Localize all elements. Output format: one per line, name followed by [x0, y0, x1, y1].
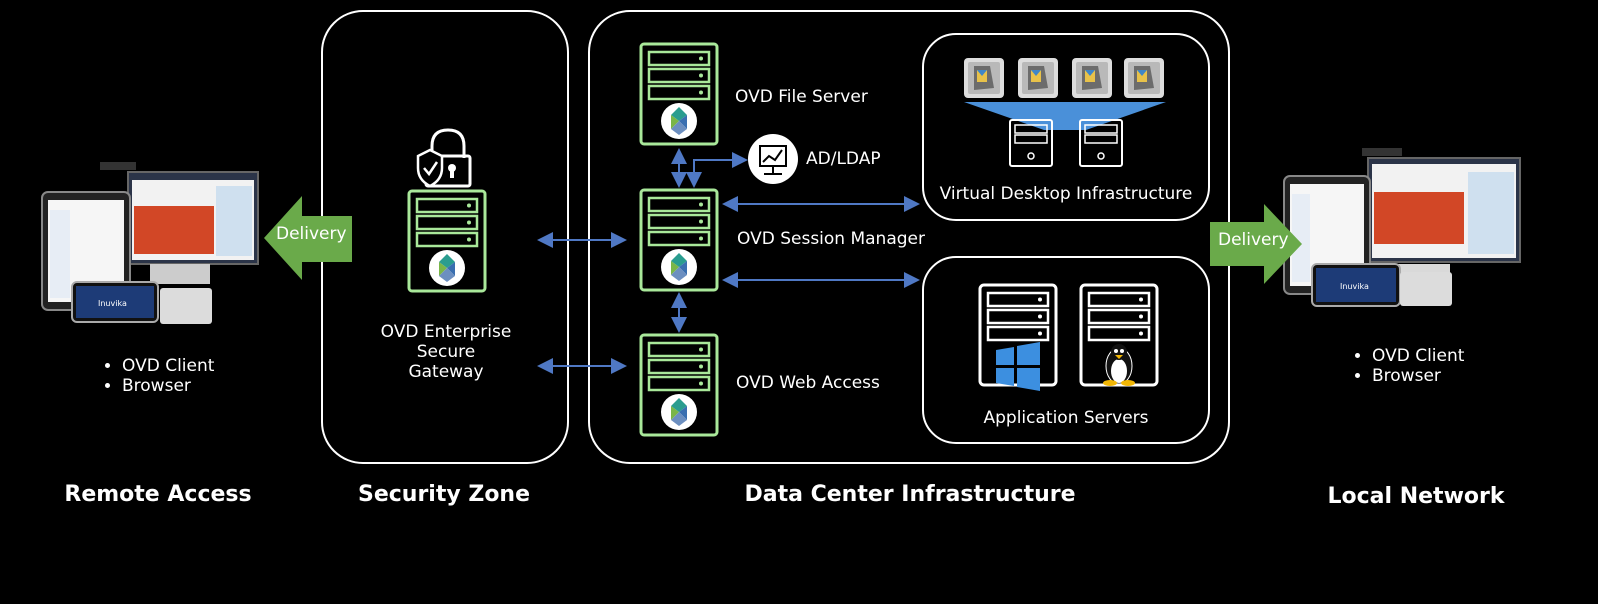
gateway-server-icon — [407, 189, 487, 293]
section-title-remote-access: Remote Access — [64, 482, 252, 507]
section-title-data-center: Data Center Infrastructure — [744, 482, 1076, 507]
list-item: Browser — [122, 376, 214, 396]
gateway-label: OVD Enterprise Secure Gateway — [376, 322, 516, 382]
delivery-left-arrow — [264, 196, 352, 280]
gateway-label-line: Secure — [416, 342, 476, 362]
windows-logo-icon — [996, 342, 1040, 391]
file-server-label: OVD File Server — [735, 87, 868, 107]
gateway-label-line: OVD Enterprise — [380, 322, 512, 342]
network-graph-icon — [748, 134, 798, 184]
web-access-label: OVD Web Access — [736, 373, 880, 393]
remote-devices-image: Inuvika — [41, 162, 259, 324]
section-title-security-zone: Security Zone — [357, 482, 531, 507]
list-item: Browser — [1372, 366, 1464, 386]
vm-icon — [1072, 58, 1112, 98]
remote-client-list: OVD Client Browser — [100, 356, 214, 396]
session-manager-server-icon — [639, 188, 719, 292]
list-item: OVD Client — [1372, 346, 1464, 366]
svg-text:Inuvika: Inuvika — [1340, 282, 1369, 291]
linux-tux-icon — [1103, 344, 1135, 386]
ad-ldap-label: AD/LDAP — [806, 149, 881, 169]
delivery-right-label: Delivery — [1218, 230, 1289, 250]
lock-shield-icon — [416, 128, 472, 188]
app-servers-label: Application Servers — [983, 408, 1149, 428]
session-manager-label: OVD Session Manager — [737, 229, 925, 249]
app-servers-box — [922, 256, 1210, 444]
vdi-label: Virtual Desktop Infrastructure — [939, 184, 1193, 204]
connector-arrows — [537, 148, 920, 374]
local-client-list: OVD Client Browser — [1350, 346, 1464, 386]
vdi-illustration — [964, 58, 1166, 167]
section-title-local-network: Local Network — [1327, 484, 1505, 509]
list-item: OVD Client — [122, 356, 214, 376]
gateway-label-line: Gateway — [408, 362, 484, 382]
local-devices-image: Inuvika — [1283, 148, 1521, 307]
vm-icon — [1018, 58, 1058, 98]
delivery-left-label: Delivery — [276, 224, 347, 244]
vm-icon — [964, 58, 1004, 98]
vdi-box — [922, 33, 1210, 221]
web-access-server-icon — [639, 333, 719, 437]
svg-text:Inuvika: Inuvika — [98, 299, 127, 308]
delivery-right-arrow — [1210, 204, 1302, 284]
vm-icon — [1124, 58, 1164, 98]
file-server-icon — [639, 42, 719, 146]
